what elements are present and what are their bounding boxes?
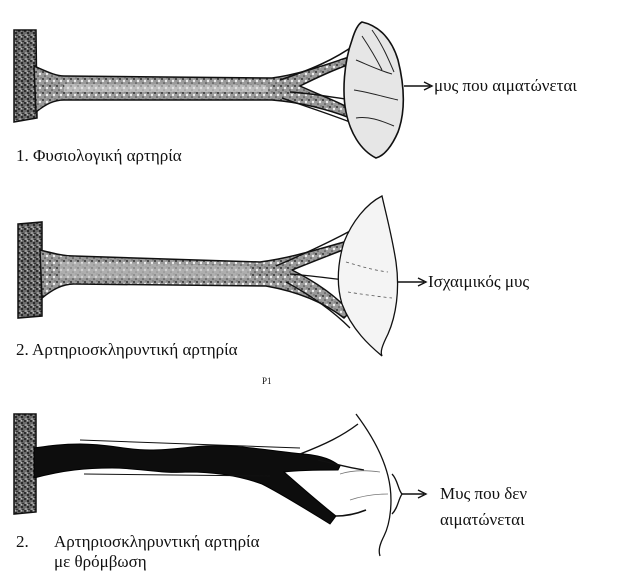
muscle-perfused <box>344 22 403 158</box>
pointer-line <box>392 474 402 514</box>
artery-branch <box>336 510 366 516</box>
caption-number-thrombosed: 2. <box>16 532 29 552</box>
muscle-label-perfused: μυς που αιματώνεται <box>434 76 577 96</box>
aorta-trunk <box>14 414 36 514</box>
muscle-label-ischemic: Ισχαιμικός μυς <box>428 272 529 292</box>
artery-branch <box>300 424 358 454</box>
muscle-label-not-perfused-line2: αιματώνεται <box>440 510 525 530</box>
muscle-ischemic <box>338 196 397 356</box>
artery-lumen <box>64 84 268 92</box>
thrombus <box>34 444 340 524</box>
caption-normal-artery: 1. Φυσιολογική αρτηρία <box>16 146 182 166</box>
muscle-label-not-perfused-line1: Μυς που δεν <box>440 484 527 504</box>
muscle-non-perfused <box>356 414 391 556</box>
panel-arteriosclerotic-artery <box>18 196 426 356</box>
caption-arteriosclerotic-artery: 2. Αρτηριοσκληρυντική αρτηρία <box>16 340 238 360</box>
muscle-fiber <box>340 471 388 500</box>
aorta-trunk <box>18 222 42 318</box>
stray-mark: Ρ1 <box>262 376 272 386</box>
panel-normal-artery <box>14 22 432 158</box>
aorta-trunk <box>14 30 37 122</box>
caption-thrombosed-line1: Αρτηριοσκληρυντική αρτηρία <box>54 532 260 552</box>
caption-thrombosed-line2: με θρόμβωση <box>54 552 147 572</box>
